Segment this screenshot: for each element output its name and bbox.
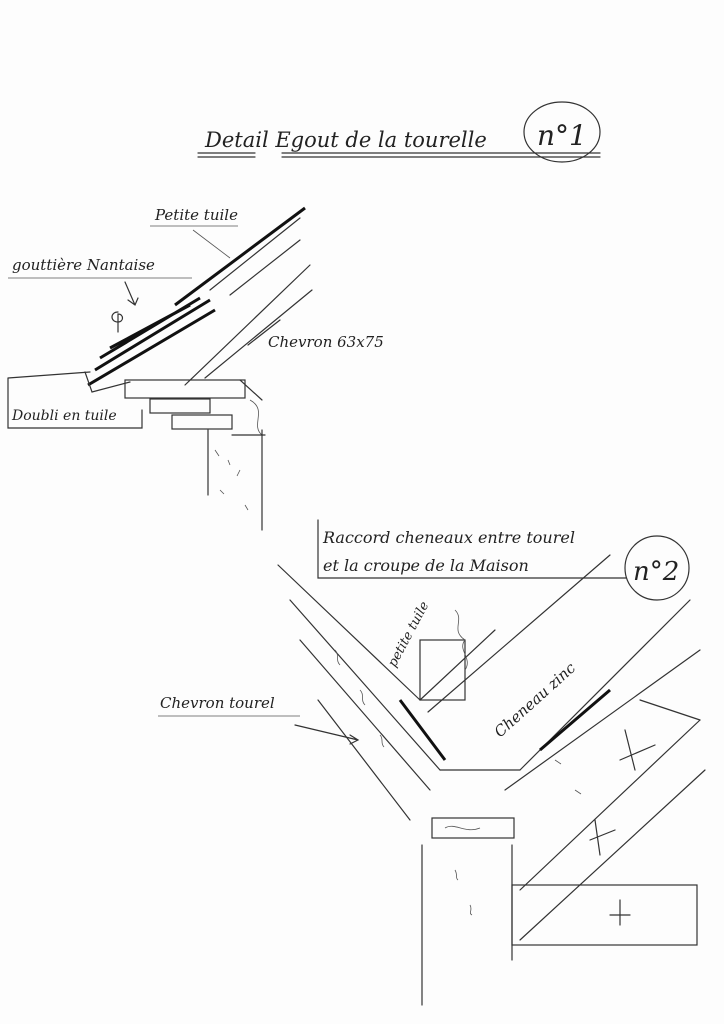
label-gouttiere-nantaise: gouttière Nantaise: [12, 256, 155, 274]
label-petite-tuile-2: petite tuile: [385, 599, 432, 670]
label-petite-tuile-1: Petite tuile: [154, 206, 238, 224]
detail1-number-circle: [523, 101, 601, 163]
detail2-number: n°2: [633, 557, 679, 587]
detail2-title-line2: et la croupe de la Maison: [323, 556, 529, 575]
detail2-number-circle: [624, 535, 690, 601]
detail2-valley-drawing: [277, 554, 706, 1006]
detail1-number: n°1: [537, 119, 587, 152]
label-doubli-en-tuile: Doubli en tuile: [11, 408, 117, 424]
label-chevron-tourel: Chevron tourel: [160, 694, 275, 712]
detail1-title: Detail Egout de la tourelle: [204, 128, 487, 152]
arrow-icon: [294, 724, 360, 745]
arrow-icon: [124, 281, 139, 306]
detail1-roof-drawing: [84, 206, 313, 531]
label-chevron-63x75: Chevron 63x75: [268, 333, 384, 351]
detail2-title-line1: Raccord cheneaux entre tourel: [322, 528, 575, 547]
